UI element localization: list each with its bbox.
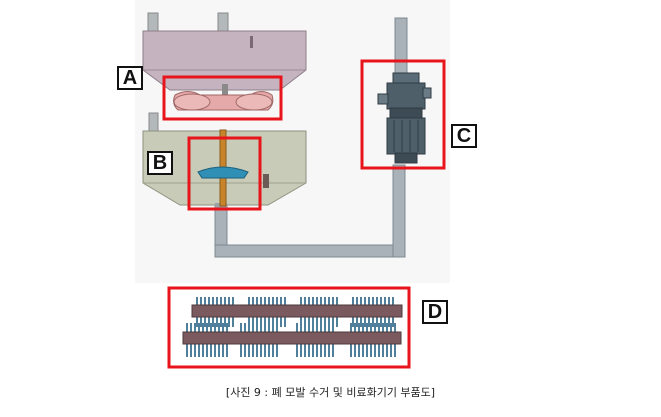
highlight-boxes <box>162 59 446 369</box>
impeller-assembly <box>197 129 249 207</box>
highlight-box-c <box>360 59 446 170</box>
callout-label-a: A <box>117 66 143 90</box>
highlight-box-a <box>162 75 283 121</box>
callout-label-d: D <box>422 300 448 324</box>
callout-label-c: C <box>451 124 477 148</box>
blade-bars <box>182 297 403 357</box>
motor-assembly <box>377 72 432 164</box>
highlight-box-d <box>167 286 411 369</box>
figure-caption: [사진 9 : 폐 모발 수거 및 비료화기기 부품도] <box>225 386 436 399</box>
highlight-box-b <box>187 136 262 211</box>
pipe-loop <box>214 17 408 258</box>
upper-tank <box>142 12 307 96</box>
callout-label-b: B <box>147 151 173 175</box>
grinder-connector <box>173 91 274 111</box>
